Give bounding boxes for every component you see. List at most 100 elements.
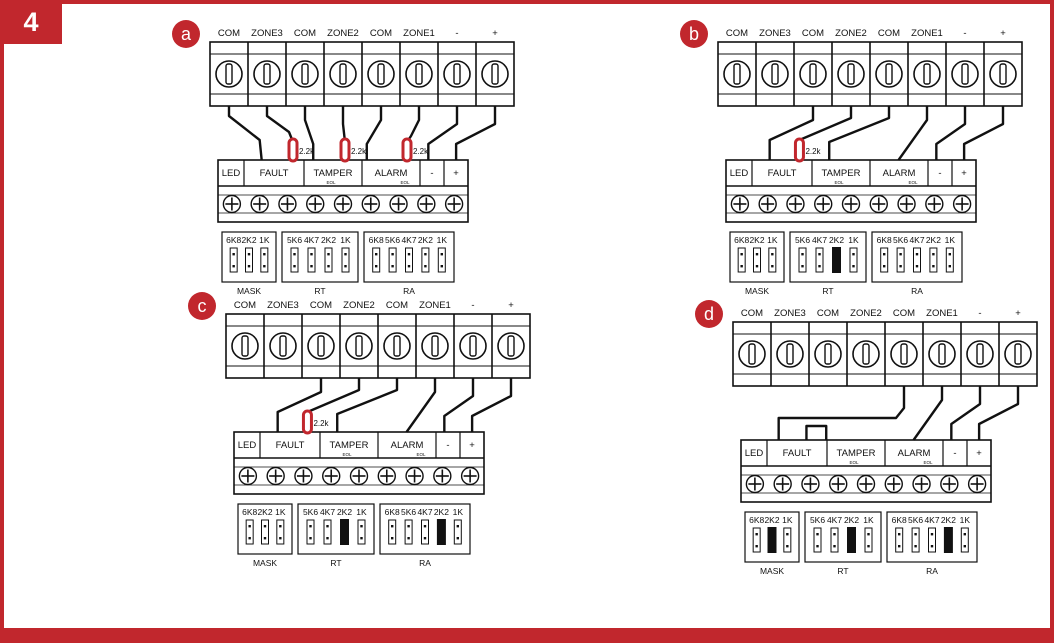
panel-letter: c: [198, 296, 207, 316]
jumper-pin: [391, 537, 394, 540]
jumper-pin-pair: [896, 247, 905, 273]
jumper-pin: [310, 253, 313, 256]
jumper-pin: [915, 253, 919, 256]
device-label-fault: FAULT: [260, 168, 289, 179]
jumper-group-name: RA: [419, 558, 431, 568]
device-label-tamper: TAMPER: [314, 168, 353, 179]
terminal-label: -: [455, 28, 458, 39]
terminal-screw: [253, 60, 281, 88]
terminal-label: COM: [310, 300, 332, 311]
jumper-label: 5K6: [401, 507, 416, 517]
terminal-screw: [723, 60, 751, 88]
jumper-pin-pair: [928, 527, 936, 553]
terminal-label: ZONE1: [419, 300, 451, 311]
jumper-pin: [771, 253, 774, 256]
resistor-2: [401, 137, 413, 163]
terminal-label: COM: [370, 28, 392, 39]
terminal-screw: [459, 332, 487, 360]
jumper-pin: [423, 525, 427, 528]
jumper-label: 2K2: [434, 507, 449, 517]
jumper-pin: [326, 537, 329, 540]
terminal-screw: [421, 332, 449, 360]
jumper-pin-pair: [405, 247, 413, 273]
terminal-label: ZONE2: [343, 300, 375, 311]
device-label-led: LED: [238, 440, 257, 451]
terminal-screw-slot: [976, 343, 984, 365]
terminal-screw: [497, 332, 525, 360]
jumper-label: 1K: [356, 507, 367, 517]
jumper-label: 1K: [945, 235, 956, 245]
terminal-screw-slot: [339, 63, 347, 85]
terminal-screw-slot: [923, 63, 931, 85]
jumper-pin-pair: [306, 519, 315, 545]
terminal-screw: [837, 60, 865, 88]
device-label-minus: -: [953, 448, 956, 459]
jumper-label: 2K2: [829, 235, 844, 245]
wire-4: [977, 386, 1020, 440]
jumper-pin: [440, 253, 443, 256]
jumper-pin: [915, 265, 919, 268]
terminal-label: -: [471, 300, 474, 311]
jumper-pin-pair: [849, 247, 858, 273]
jumper-pin-pair: [453, 519, 462, 545]
jumper-pin: [930, 533, 934, 536]
jumper-pin: [248, 537, 251, 540]
terminal-label: COM: [294, 28, 316, 39]
jumper-pin-pair: [815, 247, 824, 273]
jumper-pin: [930, 545, 934, 548]
terminal-label: +: [492, 28, 498, 39]
device-label-fault: FAULT: [783, 448, 812, 459]
wire-5: [470, 378, 513, 432]
figure-number-badge: 4: [0, 0, 62, 44]
jumper-label: 1K: [275, 507, 286, 517]
panel-letter: b: [689, 24, 699, 44]
jumper-pin-pair: [830, 527, 839, 553]
jumper-pin: [391, 253, 394, 256]
terminal-screw: [405, 60, 433, 88]
jumper-label: 6K8: [226, 235, 241, 245]
terminal-screw-slot: [431, 335, 439, 357]
jumper-label: 1K: [782, 515, 793, 525]
terminal-label: COM: [741, 308, 763, 319]
terminal-screw-slot: [771, 63, 779, 85]
terminal-screw-slot: [809, 63, 817, 85]
jumper-pin-pair: [913, 247, 921, 273]
jumper-pin-pair: [341, 247, 350, 273]
jumper-label: 6K8: [369, 235, 384, 245]
jumper-pin: [816, 533, 819, 536]
wire-3: [341, 106, 347, 143]
wire-0: [777, 386, 906, 440]
terminal-screw-slot: [733, 63, 741, 85]
jumper-label: 1K: [767, 235, 778, 245]
wire-2: [828, 106, 891, 160]
jumper-pin: [948, 265, 951, 268]
jumper-pin: [852, 253, 855, 256]
jumper-label: 6K8: [877, 235, 892, 245]
jumper-pin: [818, 253, 821, 256]
terminal-screw: [367, 60, 395, 88]
jumper-label: 2K2: [321, 235, 336, 245]
device-label-alarm: ALARM: [375, 168, 408, 179]
jumper-pin: [818, 265, 821, 268]
jumper-pin-pair: [911, 527, 920, 553]
terminal-screw-slot: [885, 63, 893, 85]
jumper-pin: [801, 253, 804, 256]
jumper-pin: [360, 525, 363, 528]
terminal-label: ZONE1: [403, 28, 435, 39]
jumper-pin: [456, 537, 459, 540]
wire-1: [265, 106, 295, 143]
jumper-pin-pair: [864, 527, 873, 553]
jumper-pin-pair: [261, 519, 269, 545]
jumper-group-name: MASK: [237, 286, 261, 296]
jumper-pin: [310, 265, 313, 268]
resistor-label-2: 2.2k: [413, 147, 429, 156]
jumper-label: 2K2: [257, 507, 272, 517]
jumper-pin: [424, 253, 427, 256]
jumper-pin: [344, 265, 347, 268]
jumper-label: 6K8: [242, 507, 257, 517]
jumper-group-name: RT: [822, 286, 833, 296]
jumper-pin: [914, 545, 917, 548]
device-label-tamper: TAMPER: [822, 168, 861, 179]
wire-1: [805, 424, 828, 440]
